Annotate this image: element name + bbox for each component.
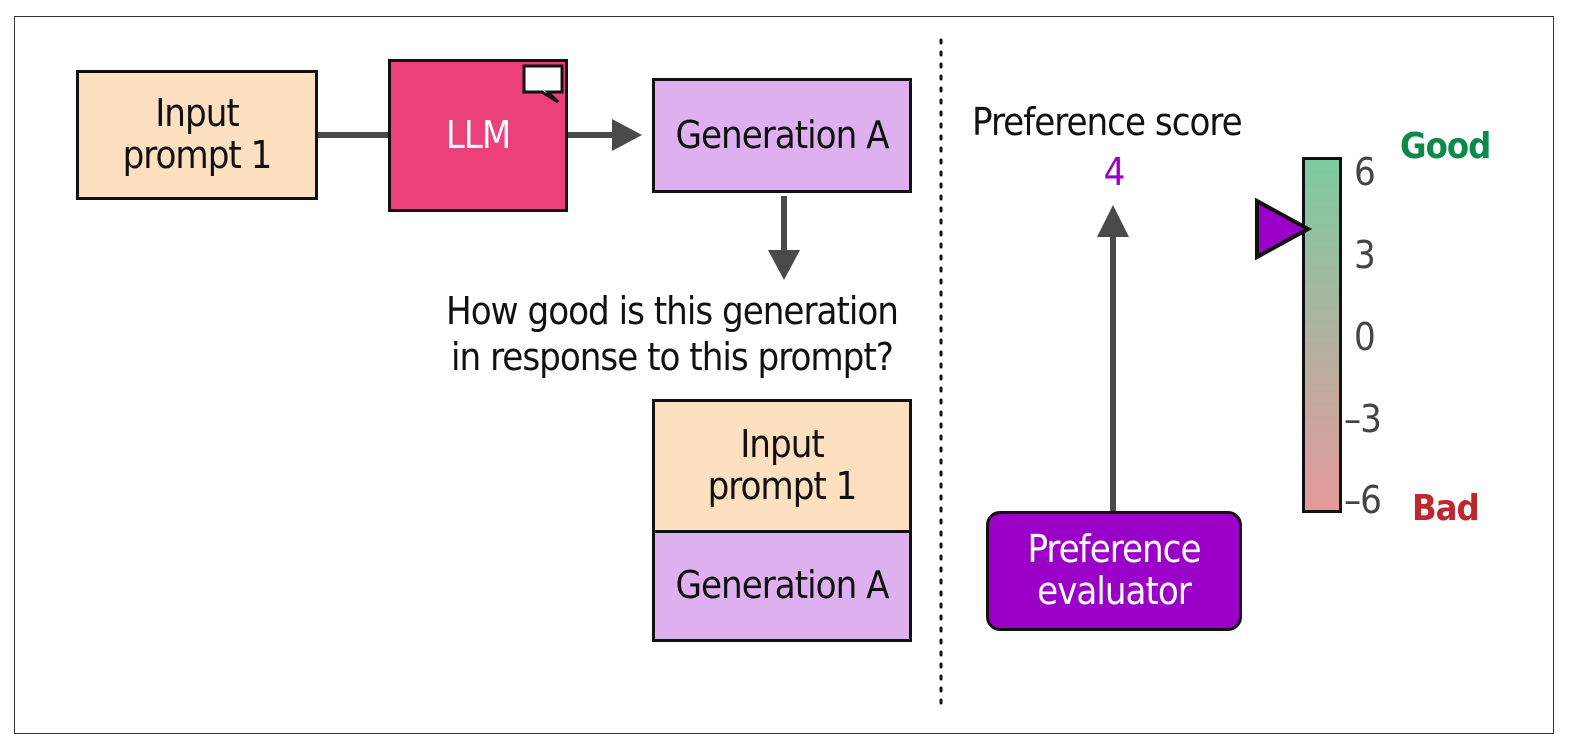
scale-tick-label: –6 (1344, 478, 1382, 522)
good-label: Good (1400, 126, 1491, 167)
scale-tick-label: 3 (1354, 233, 1376, 277)
stacked-generation-box: Generation A (652, 530, 912, 642)
stacked-generation-label: Generation A (675, 563, 890, 608)
chat-bubble-icon (522, 64, 564, 104)
preference-score-title: Preference score (972, 100, 1243, 144)
arrow-right-head (612, 119, 642, 151)
scale-tick-label: 0 (1354, 315, 1376, 359)
preference-evaluator-label: Preference evaluator (1027, 527, 1201, 613)
generation-a-box: Generation A (652, 78, 912, 193)
llm-to-generation-shaft (568, 132, 616, 138)
diagram-frame (14, 16, 1554, 734)
preference-score-value: 4 (1103, 150, 1126, 194)
bad-label: Bad (1412, 488, 1480, 529)
score-scale-bar (1302, 157, 1342, 513)
evaluation-question: How good is this generation in response … (446, 289, 899, 379)
input-prompt-box: Input prompt 1 (76, 70, 318, 200)
score-marker-icon (1255, 197, 1312, 260)
preference-evaluator-box: Preference evaluator (986, 511, 1242, 631)
input-prompt-label: Input prompt 1 (122, 91, 273, 177)
arrow-down-head (768, 250, 800, 280)
arrow-up-head (1097, 205, 1129, 237)
generation-to-question-shaft (781, 196, 787, 254)
llm-label: LLM (445, 112, 512, 157)
generation-a-label: Generation A (675, 112, 890, 157)
dotted-divider (939, 38, 943, 710)
stacked-prompt-box: Input prompt 1 (652, 399, 912, 533)
input-to-llm-connector (318, 132, 390, 138)
scale-tick-label: 6 (1354, 150, 1376, 194)
llm-box: LLM (388, 59, 568, 212)
stacked-prompt-label: Input prompt 1 (707, 422, 858, 508)
scale-tick-label: –3 (1344, 397, 1382, 441)
evaluator-to-score-shaft (1110, 234, 1116, 514)
